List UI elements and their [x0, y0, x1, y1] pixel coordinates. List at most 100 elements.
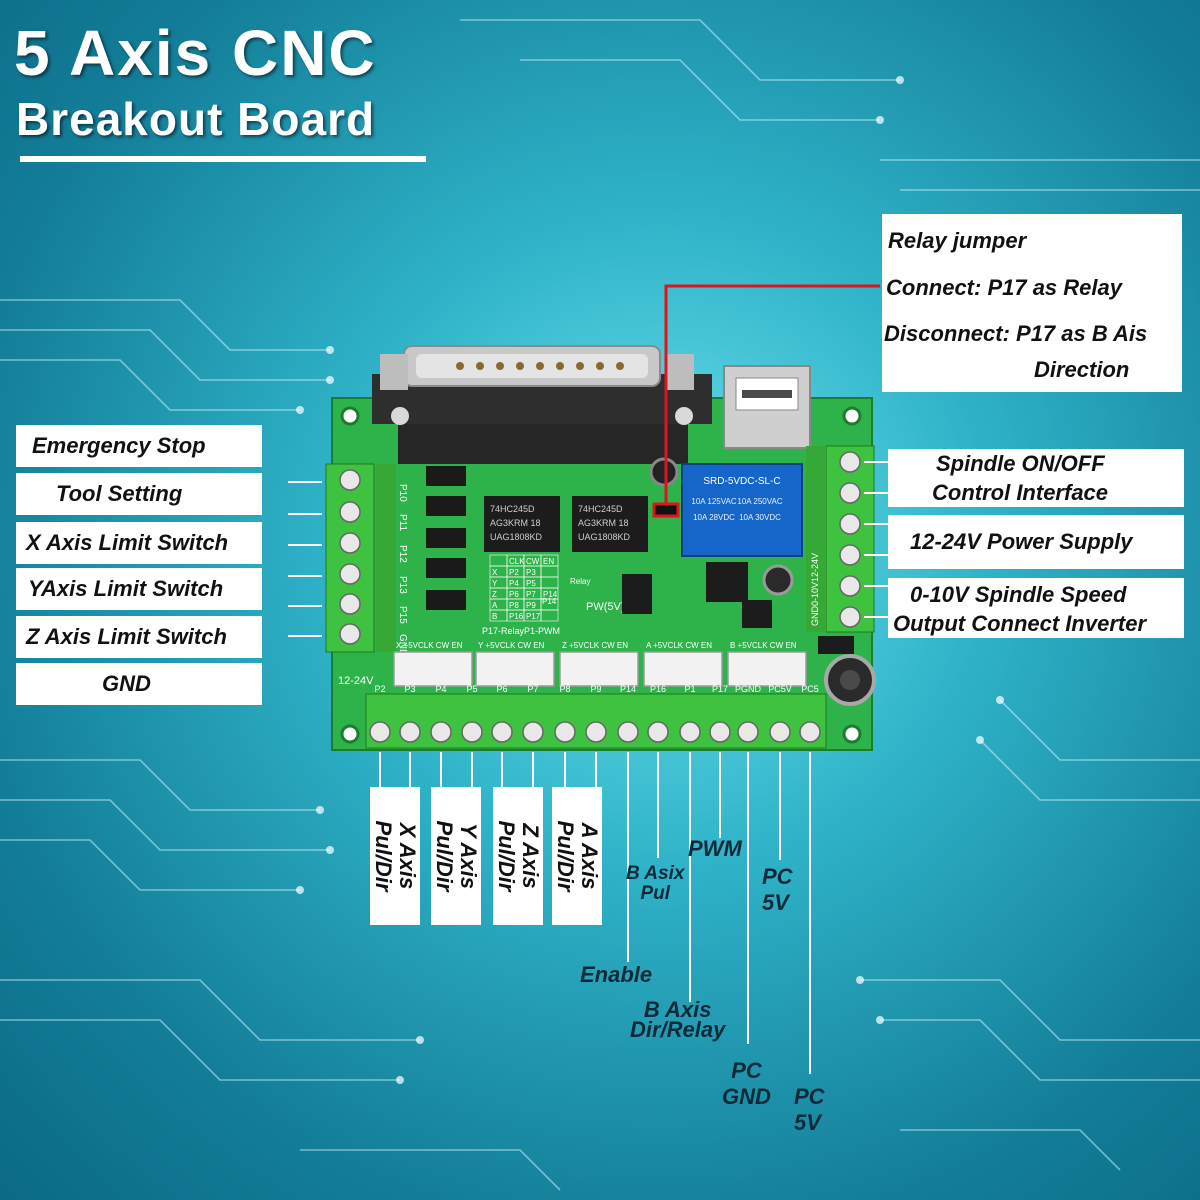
label-b-axis-pul: B Asix Pul: [626, 864, 684, 904]
terminal-screw: [430, 721, 452, 743]
pin-table-text: P7: [526, 590, 536, 599]
label-spindle-speed: 0-10V Spindle Speed Output Connect Inver…: [888, 578, 1184, 638]
relay-marking: 10A 250VAC: [737, 497, 782, 506]
left-terminal-block: [325, 463, 396, 653]
mounting-holes: [340, 406, 862, 744]
bottom-pin-label: P1: [684, 684, 695, 694]
left-pin-label: P11: [397, 514, 408, 531]
pin-table-text: Y: [492, 579, 498, 588]
p14-label: P14: [542, 597, 557, 606]
bottom-pin-label: P8: [559, 684, 570, 694]
z-axis-line-2: Pul/Dir: [494, 820, 519, 892]
left-pin-label: P13: [397, 576, 408, 594]
left-pin-label: GND: [397, 634, 408, 656]
pin-table-text: B: [492, 612, 497, 621]
terminal-screw: [461, 721, 483, 743]
left-pin-label: P15: [397, 606, 408, 624]
terminal-screw: [399, 721, 421, 743]
relay-marking: SRD-5VDC-SL-C: [703, 476, 780, 487]
chip-2-marking: 74HC245D: [578, 504, 623, 514]
pin-table-text: P6: [509, 590, 519, 599]
bottom-pin-label: P4: [435, 684, 446, 694]
b-axis-pul-line-2: Pul: [640, 883, 670, 904]
b-axis-dir-line-1: B Axis: [643, 997, 712, 1022]
label-z-axis-limit-switch: Z Axis Limit Switch: [16, 616, 262, 658]
bottom-pin-label: PC5: [801, 684, 819, 694]
relay-jumper-silk-label: Relay: [570, 577, 590, 586]
x-axis-line-1: X Axis: [395, 822, 420, 890]
pin-table-text: CW: [526, 557, 540, 566]
relay-callout-line-2: Connect: P17 as Relay: [886, 275, 1122, 300]
pin-table-text: CLK: [509, 557, 525, 566]
left-pin-label: P10: [397, 484, 408, 502]
ic-chip-2: 74HC245D AG3KRM 18 UAG1808KD: [572, 496, 648, 552]
label-pc-5v-a: PC 5V: [762, 864, 793, 916]
axis-header-label: B +5VCLK CW EN: [730, 641, 797, 650]
title-underline: [20, 156, 426, 162]
x-axis-line-2: Pul/Dir: [371, 820, 396, 892]
z-axis-pul-dir-text: Z Axis Pul/Dir: [494, 820, 543, 892]
b-axis-dir-line-2: Dir/Relay: [630, 1017, 726, 1042]
pc-gnd-line-1: PC: [731, 1058, 762, 1083]
b-axis-pul-line-1: B Asix: [626, 863, 685, 884]
pin-table-text: EN: [543, 557, 554, 566]
p17-label: P17-RelayP1-PWM: [482, 626, 560, 636]
label-emergency-stop: Emergency Stop: [16, 425, 262, 467]
spindle-control-line-2: Control Interface: [932, 480, 1109, 505]
label-spindle-control: Spindle ON/OFF Control Interface: [888, 449, 1184, 507]
label-y-axis-pul-dir: Y Axis Pul/Dir: [431, 787, 481, 925]
pin-table-text: P9: [526, 601, 536, 610]
electrolytic-capacitor: [818, 636, 876, 706]
pin-table-text: P16: [509, 612, 524, 621]
terminal-screw: [647, 721, 669, 743]
voltage-regulator: [706, 562, 748, 602]
usb-port: [723, 365, 811, 449]
axis-header-labels: X +5VCLK CW EN Y +5VCLK CW EN Z +5VCLK C…: [396, 641, 797, 650]
bottom-leader-lines: [379, 752, 811, 1074]
axis-header-label: X +5VCLK CW EN: [396, 641, 463, 650]
x-axis-pul-dir-text: X Axis Pul/Dir: [371, 820, 420, 892]
left-pin-label: P12: [397, 545, 408, 563]
terminal-screw: [799, 721, 821, 743]
relay-callout-line-4: Direction: [1034, 357, 1130, 382]
axis-header-label: Z +5VCLK CW EN: [562, 641, 628, 650]
label-tool-setting: Tool Setting: [16, 473, 262, 515]
relay-marking: 10A 125VAC: [691, 497, 736, 506]
terminal-screw: [554, 721, 576, 743]
pc-5v-a-line-1: PC: [762, 864, 793, 889]
bottom-pin-label: P14: [620, 684, 636, 694]
a-axis-pul-dir-text: A Axis Pul/Dir: [553, 820, 602, 892]
pin-table-text: Z: [492, 590, 497, 599]
label-x-axis-pul-dir: X Axis Pul/Dir: [370, 787, 420, 925]
pin-table-text: A: [492, 601, 498, 610]
label-y-axis-limit-switch: YAxis Limit Switch: [16, 568, 262, 610]
bottom-pin-label: P9: [590, 684, 601, 694]
left-pin-labels: P10 P11 P12 P13 P15 GND: [397, 484, 408, 656]
pc-5v-b-line-1: PC: [794, 1084, 825, 1109]
pin-table-text: P14: [543, 590, 558, 599]
bottom-pin-label: P16: [650, 684, 666, 694]
terminal-screw: [617, 721, 639, 743]
bottom-pin-label: PGND: [735, 684, 762, 694]
bottom-pin-label: P2: [374, 684, 385, 694]
label-b-axis-dir-relay: B Axis Dir/Relay: [630, 997, 726, 1042]
pc-5v-b-line-2: 5V: [794, 1110, 821, 1135]
db25-connector: [372, 345, 712, 464]
capacitor-2: [762, 564, 794, 596]
a-axis-line-1: A Axis: [577, 822, 602, 890]
terminal-screw: [369, 721, 391, 743]
pin-table-text: P3: [526, 568, 536, 577]
chip-1-marking: UAG1808KD: [490, 532, 543, 542]
bottom-pin-label: PC5V: [768, 684, 792, 694]
label-pc-5v-b: PC 5V: [794, 1084, 825, 1136]
terminal-screw: [709, 721, 731, 743]
chip-2-marking: UAG1808KD: [578, 532, 631, 542]
spindle-control-line-1: Spindle ON/OFF: [936, 451, 1105, 476]
a-axis-line-2: Pul/Dir: [553, 820, 578, 892]
axis-header-label: Y +5VCLK CW EN: [478, 641, 545, 650]
page-subtitle: Breakout Board: [16, 93, 376, 145]
y-axis-line-1: Y Axis: [456, 822, 481, 890]
chip-2-marking: AG3KRM 18: [578, 518, 629, 528]
